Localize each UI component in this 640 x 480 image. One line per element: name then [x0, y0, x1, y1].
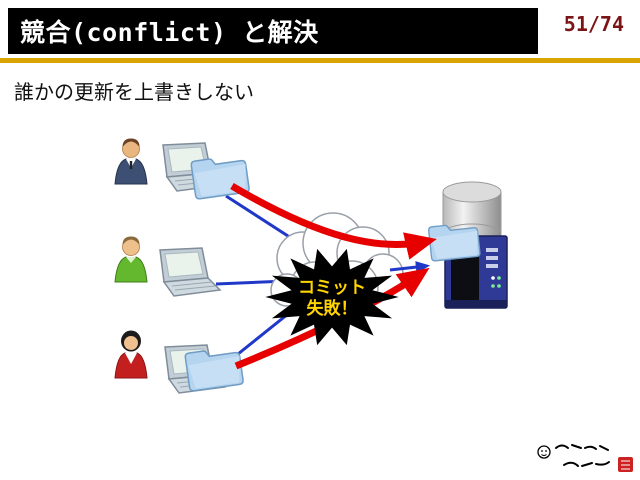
laptop-middle-icon	[159, 247, 222, 297]
server-folder-icon	[428, 224, 481, 262]
commit-failure-burst: コミット 失敗！	[265, 248, 399, 346]
slide-title-bar: 競合(conflict) と解決	[8, 8, 538, 54]
burst-text-line2: 失敗！	[307, 298, 358, 318]
page-number: 51/74	[563, 12, 624, 36]
conflict-arrow-top	[230, 182, 437, 260]
accent-divider	[0, 58, 640, 63]
author-stamp-icon	[537, 444, 633, 472]
user-bottom-icon	[114, 330, 148, 379]
slide-subtitle: 誰かの更新を上書きしない	[14, 82, 254, 104]
slide-title: 競合(conflict) と解決	[20, 18, 319, 47]
user-top-icon	[114, 138, 148, 185]
user-middle-icon	[114, 236, 148, 283]
burst-text-line1: コミット	[298, 278, 366, 297]
folder-bottom-icon	[184, 350, 244, 392]
